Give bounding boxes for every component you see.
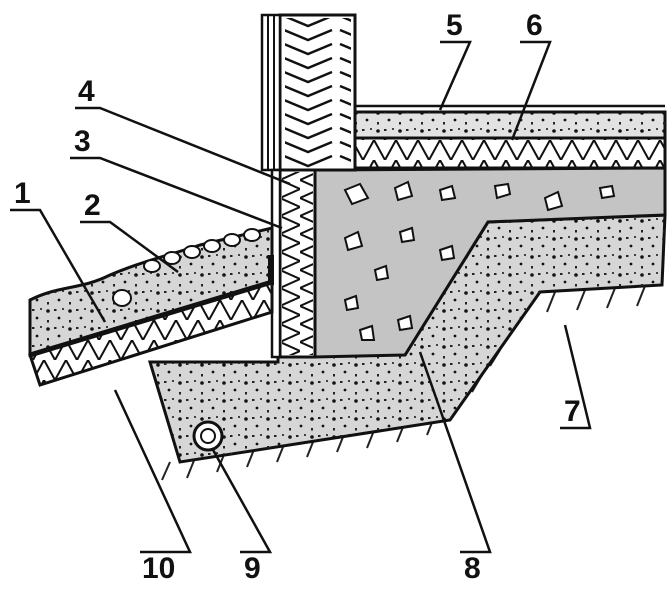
callout-10: 10: [142, 552, 175, 585]
callout-7: 7: [564, 395, 581, 428]
leader-lines: [10, 40, 592, 554]
wall-cladding: [260, 13, 282, 172]
callout-3: 3: [74, 125, 91, 158]
callout-8: 8: [464, 552, 481, 585]
blind-area-pebbles: [112, 228, 261, 307]
callout-9: 9: [244, 552, 261, 585]
blind-area-membrane: [29, 279, 273, 358]
callout-4: 4: [78, 75, 95, 108]
callout-1: 1: [14, 177, 31, 210]
callout-5: 5: [446, 9, 463, 42]
callout-2: 2: [84, 189, 101, 222]
edge-joint: [268, 255, 274, 285]
drainage-pipe-icon: [192, 420, 224, 452]
callout-6: 6: [526, 9, 543, 42]
slab-aggregate: [343, 180, 616, 341]
